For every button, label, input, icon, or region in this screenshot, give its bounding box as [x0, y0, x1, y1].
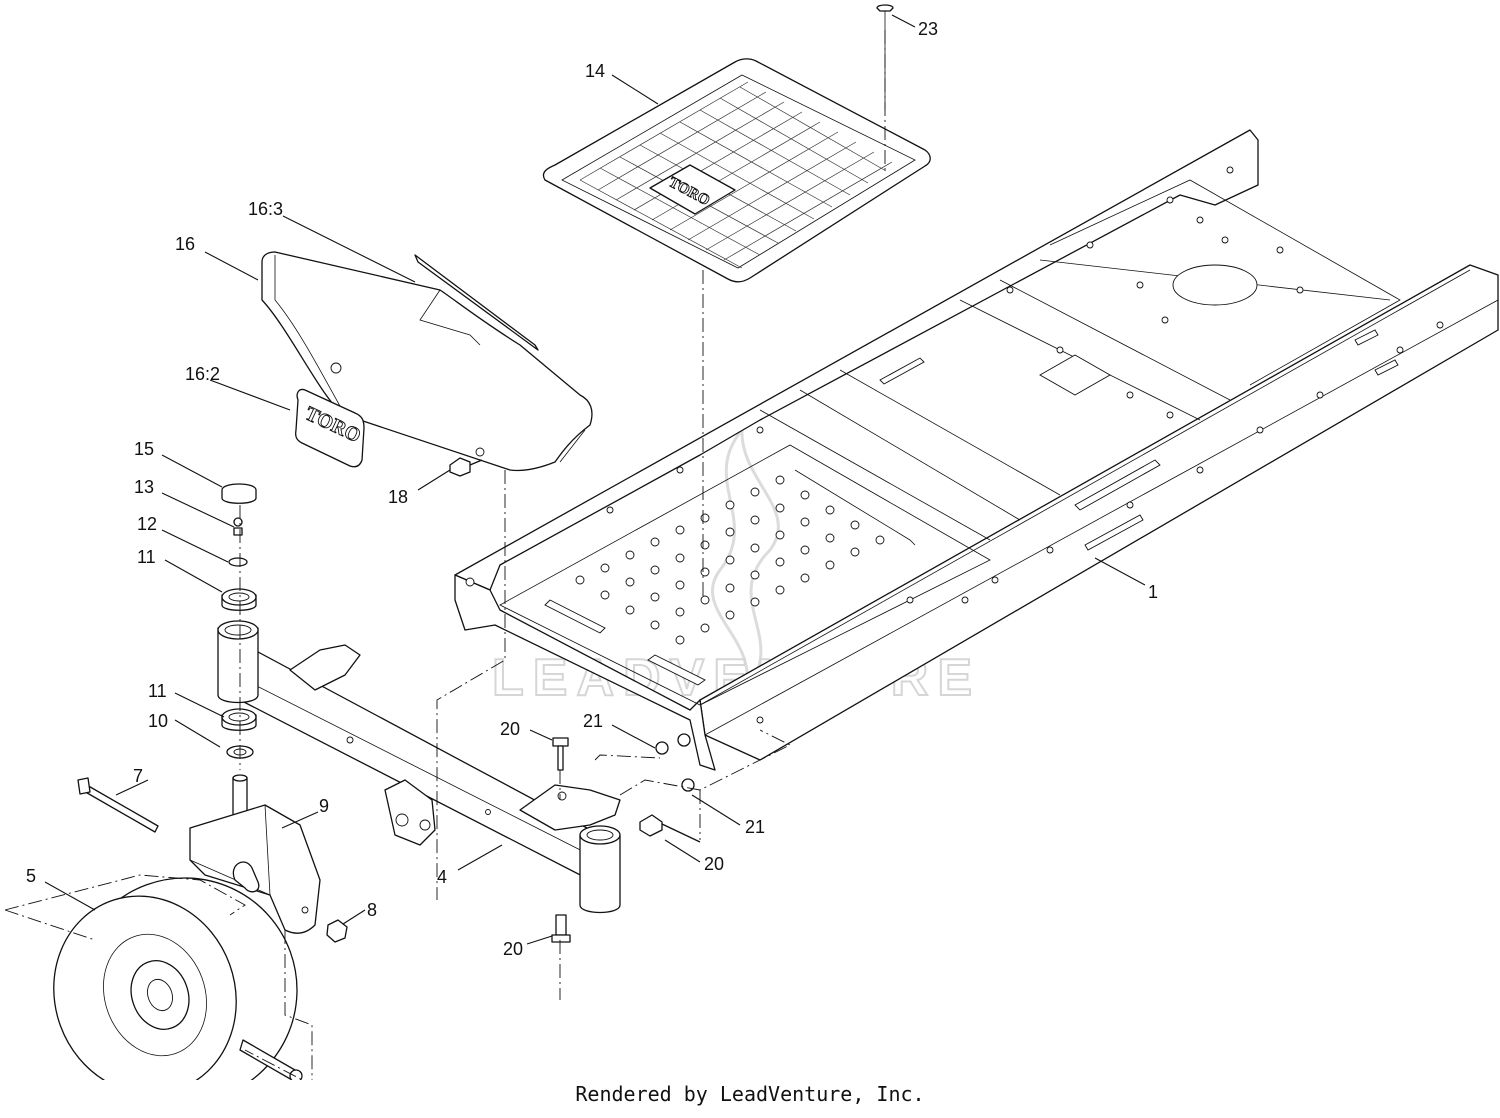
exploded-view: LEADVENTURE [4, 4, 1499, 1080]
callout-1: 1 [1148, 582, 1158, 602]
callout-11-lower: 11 [148, 681, 167, 701]
decal-strip [414, 254, 539, 351]
callout-14: 14 [585, 61, 605, 81]
callout-20-top: 20 [500, 719, 520, 739]
callout-4: 4 [437, 867, 447, 887]
callout-13: 13 [134, 477, 154, 497]
callout-20-right: 20 [704, 854, 724, 874]
assembly-lines [4, 30, 886, 1080]
leader-lines [44, 14, 1146, 945]
callout-23: 23 [918, 19, 938, 39]
bolt-7 [77, 777, 159, 833]
footrest-cover [261, 251, 593, 472]
callout-8: 8 [367, 900, 377, 920]
callout-16-2: 16:2 [185, 364, 220, 384]
callout-12: 12 [137, 514, 157, 534]
callout-5: 5 [26, 866, 36, 886]
mat-grid [579, 81, 893, 269]
callout-9: 9 [319, 796, 329, 816]
callout-16-3: 16:3 [248, 199, 283, 219]
callout-18: 18 [388, 487, 408, 507]
main-frame [454, 129, 1499, 771]
callout-15: 15 [134, 439, 154, 459]
callout-11-upper: 11 [137, 547, 156, 567]
callout-7: 7 [133, 766, 143, 786]
rendered-by-footer: Rendered by LeadVenture, Inc. [575, 1082, 925, 1106]
floor-mat: TORO [542, 58, 931, 283]
callout-20-bottom: 20 [503, 939, 523, 959]
callout-16: 16 [175, 234, 195, 254]
caster-fork [189, 774, 321, 934]
callouts: 1 4 5 6 7 8 9 10 11 11 12 13 15 14 16 16… [26, 19, 1158, 959]
nut-8 [326, 919, 348, 943]
callout-21-upper: 21 [583, 711, 603, 731]
axle-pin-6 [239, 1039, 303, 1080]
deck-perforations [575, 475, 885, 645]
frame-holes [465, 166, 1444, 724]
front-axle [217, 620, 621, 914]
callout-10: 10 [148, 711, 168, 731]
callout-21-lower: 21 [745, 817, 765, 837]
